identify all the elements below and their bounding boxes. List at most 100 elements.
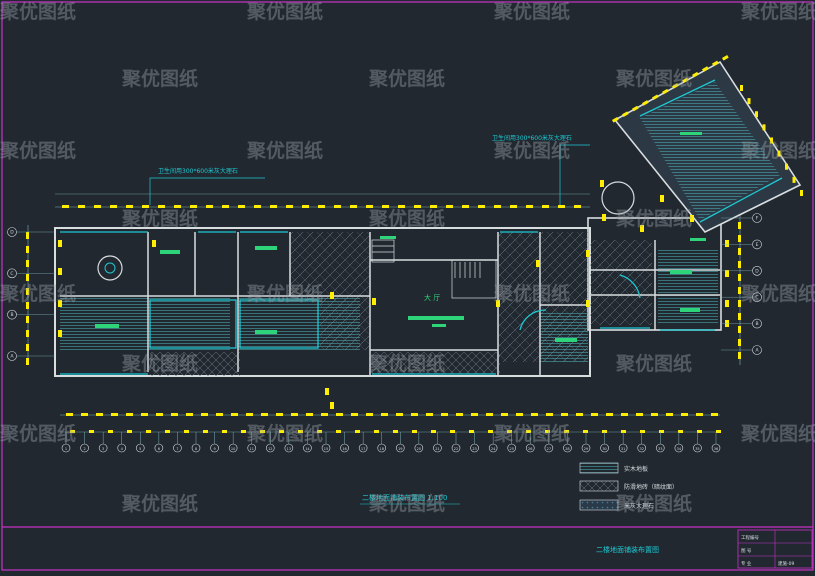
axis-label-28: 28 — [565, 447, 569, 451]
axis-label-2: 2 — [83, 447, 85, 451]
bottom-outer-dash-7 — [203, 430, 208, 433]
bottom-dash-13 — [261, 413, 268, 416]
bottom-dash-22 — [396, 413, 403, 416]
top-dash-14 — [286, 205, 293, 208]
axis-label-left-B: B — [10, 312, 13, 318]
bottom-outer-dash-30 — [640, 430, 645, 433]
hall-label: 大 厅 — [424, 293, 440, 302]
watermark-text-20: 聚优图纸 — [615, 352, 692, 375]
top-dash-9 — [206, 205, 213, 208]
top-dash-0 — [62, 205, 69, 208]
watermark-text-25: 聚优图纸 — [121, 492, 198, 515]
bottom-outer-dash-12 — [298, 430, 303, 433]
watermark-text-6: 聚优图纸 — [615, 67, 692, 90]
window-marker-20 — [325, 388, 329, 395]
axis-bubble-27 — [544, 443, 554, 453]
top-dash-19 — [366, 205, 373, 208]
title-block: 二楼地面铺装布置图 工程编号 图 号 专 业 建施-09 — [596, 529, 813, 569]
top-dash-2 — [94, 205, 101, 208]
window-marker-16 — [725, 300, 729, 307]
axis-bubble-7 — [173, 443, 182, 453]
bottom-outer-dash-6 — [184, 430, 189, 433]
top-dash-32 — [574, 205, 581, 208]
window-marker-7 — [586, 250, 590, 257]
bottom-dash-2 — [96, 413, 103, 416]
bottom-outer-dash-4 — [146, 430, 151, 433]
bottom-outer-dash-25 — [545, 430, 550, 433]
wing-side-dash-6 — [785, 163, 788, 170]
wing-dash-5 — [662, 88, 669, 95]
watermark-text-19: 聚优图纸 — [368, 352, 445, 375]
bottom-outer-dash-1 — [89, 430, 94, 433]
axis-label-23: 23 — [472, 447, 476, 451]
legend-swatch-tile — [579, 480, 619, 492]
right-dash-8 — [738, 326, 741, 333]
bottom-dash-18 — [336, 413, 343, 416]
watermark-text-1: 聚优图纸 — [246, 0, 323, 23]
interior-walls — [60, 232, 720, 376]
axis-label-right-E: E — [756, 242, 759, 248]
watermark-text-16: 聚优图纸 — [493, 282, 570, 305]
axis-bubble-17 — [358, 443, 368, 453]
bottom-dash-25 — [441, 413, 448, 416]
bottom-outer-dash-28 — [602, 430, 607, 433]
axis-bubble-right-F — [752, 213, 762, 223]
bottom-dash-21 — [381, 413, 388, 416]
watermark-text-14: 聚优图纸 — [0, 282, 76, 305]
legend-label-stone: 米灰大理石 — [624, 502, 654, 510]
wing-side-dash-0 — [740, 85, 743, 91]
bottom-dash-15 — [291, 413, 298, 416]
window-marker-19 — [330, 292, 334, 299]
bottom-outer-dash-23 — [507, 430, 512, 433]
left-dash-0 — [26, 232, 29, 239]
wing-dash-1 — [622, 111, 629, 117]
axis-label-4: 4 — [121, 447, 124, 451]
axis-label-5: 5 — [139, 447, 141, 451]
bottom-outer-dash-29 — [621, 430, 626, 433]
bottom-dash-8 — [186, 413, 193, 416]
axis-label-31: 31 — [621, 447, 625, 451]
axis-label-11: 11 — [249, 447, 253, 451]
axis-label-9: 9 — [213, 447, 215, 451]
axis-bubble-right-D — [752, 265, 762, 276]
watermark-text-24: 聚优图纸 — [740, 422, 815, 445]
axis-label-26: 26 — [528, 447, 532, 451]
axis-bubble-6 — [154, 443, 164, 453]
bottom-outer-dash-8 — [222, 430, 227, 433]
bottom-outer-dash-20 — [450, 430, 455, 433]
plan-title: 二楼地面铺装布置图 1:100 — [362, 493, 447, 502]
bottom-dash-20 — [366, 413, 373, 416]
left-dash-6 — [26, 316, 29, 323]
watermark-text-7: 聚优图纸 — [0, 139, 76, 162]
axis-bubble-1 — [61, 443, 71, 453]
watermark-text-3: 聚优图纸 — [740, 0, 815, 23]
watermark-text-8: 聚优图纸 — [246, 139, 323, 162]
bottom-outer-dash-9 — [241, 430, 246, 433]
axis-bubble-18 — [377, 443, 387, 453]
axis-label-15: 15 — [324, 447, 328, 451]
top-dash-3 — [110, 205, 117, 208]
top-dash-28 — [510, 205, 517, 208]
wing-dash-4 — [652, 94, 659, 101]
axis-bubble-right-B — [752, 318, 762, 329]
axis-label-6: 6 — [158, 447, 160, 451]
wing-side-dash-3 — [762, 124, 766, 131]
axis-label-33: 33 — [658, 447, 662, 451]
bottom-dash-24 — [426, 413, 433, 416]
block-sheet-code: 建施-09 — [778, 560, 794, 567]
window-marker-6 — [536, 260, 540, 267]
bottom-dash-6 — [156, 413, 163, 416]
bottom-dash-31 — [531, 413, 538, 416]
watermark-text-17: 聚优图纸 — [740, 282, 815, 305]
bottom-outer-dash-14 — [336, 430, 341, 433]
bottom-outer-dash-17 — [393, 430, 398, 433]
window-marker-2 — [58, 300, 62, 307]
watermark-text-15: 聚优图纸 — [246, 282, 323, 305]
left-dash-9 — [26, 358, 29, 365]
axis-bubble-31 — [618, 443, 628, 453]
axis-bubble-26 — [525, 443, 535, 453]
bottom-dash-29 — [501, 413, 508, 416]
parquet-zone-2 — [320, 298, 370, 350]
